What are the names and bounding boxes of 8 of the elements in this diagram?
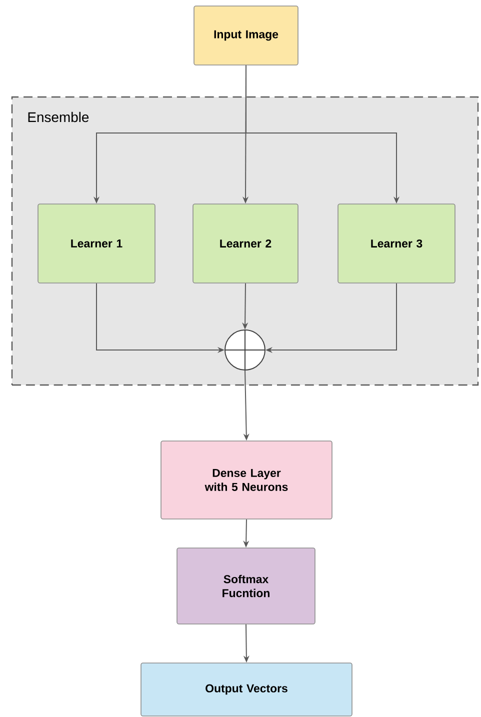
process-box: Learner 2 <box>192 204 298 284</box>
process-box: Output Vectors <box>140 662 352 716</box>
process-box: Input Image <box>194 6 298 66</box>
process-box: Learner 1 <box>38 204 156 284</box>
process-box: Dense Layer with 5 Neurons <box>160 440 332 520</box>
process-box: Softmax Fucntion <box>176 548 316 624</box>
process-box: Learner 3 <box>338 204 456 284</box>
summation-circle <box>224 330 266 370</box>
